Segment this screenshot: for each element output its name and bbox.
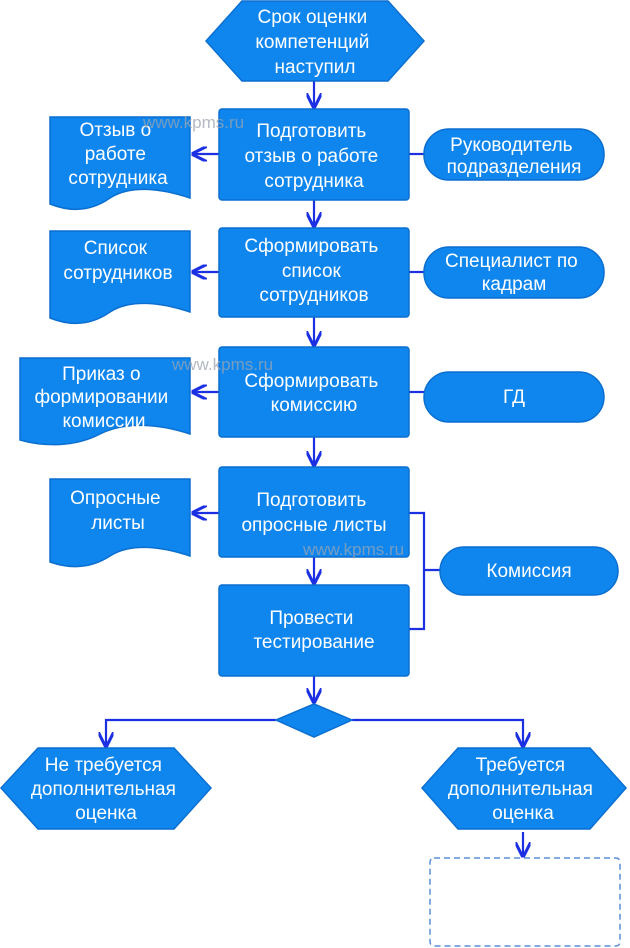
svg-text:Руководитель подразделен: Руководитель подразделения (447, 135, 582, 178)
svg-text:Не требуется дополнитель: Не требуется дополнительная оценка (31, 755, 181, 824)
doc-employee-list: Список сотрудников (49, 230, 191, 325)
decision-diamond (274, 703, 354, 738)
svg-text:Требуется дополнительная: Требуется дополнительная оценка (448, 755, 598, 824)
step-prepare-review: Подготовить отзыв о работе сотрудника (218, 108, 410, 201)
role-gd: ГД (423, 371, 605, 423)
doc-questionnaires: Опросные листы (49, 478, 191, 568)
connectors (106, 81, 523, 856)
role-commission: Комиссия (439, 546, 619, 596)
outcome-no-additional-assessment: Не требуется дополнительная оценка (0, 747, 213, 830)
step-form-employee-list: Сформировать список сотрудников (218, 227, 410, 318)
svg-text:ГД: ГД (503, 387, 525, 408)
watermark-1: www.kpms.ru (142, 113, 244, 132)
step-run-testing: Провести тестирование (218, 584, 410, 677)
doc-employee-review: Отзыв о работе сотрудника (49, 116, 191, 211)
role-hr-specialist: Специалист по кадрам (423, 246, 605, 299)
doc-commission-order: Приказ о формировании комиссии (19, 357, 191, 446)
role-department-head: Руководитель подразделения (423, 128, 605, 181)
start-label: Срок оценки компетенций наступил (255, 7, 374, 78)
svg-text:Комиссия: Комиссия (486, 561, 571, 582)
svg-text:Опросные листы: Опросные листы (70, 488, 166, 534)
arrow-decision-left (106, 718, 276, 746)
arrow-decision-right (352, 718, 523, 746)
svg-text:Сформировать список: Сформировать список сотрудников (244, 236, 383, 306)
svg-text:Список сотрудников: Список сотрудников (63, 238, 172, 284)
watermark-3: www.kpms.ru (302, 540, 404, 559)
step-prepare-questionnaires: Подготовить опросные листы (218, 466, 410, 558)
outcome-additional-assessment: Требуется дополнительная оценка (420, 747, 628, 830)
watermark-2: www.kpms.ru (171, 355, 273, 374)
svg-text:Подготовить опросные лис: Подготовить опросные листы (241, 490, 386, 536)
next-process-placeholder (429, 857, 621, 947)
start-event: Срок оценки компетенций наступил (204, 0, 426, 82)
svg-text:Специалист по кадрам: Специалист по кадрам (445, 251, 583, 295)
svg-text:Отзыв о работе сот: Отзыв о работе сотрудника (68, 120, 168, 189)
step-form-commission: Сформировать комиссию (218, 346, 410, 438)
svg-text:Приказ о формировании: Приказ о формировании комиссии (34, 364, 173, 432)
svg-text:Провести тестирование: Провести тестирование (253, 608, 374, 653)
svg-text:Подготовить отзыв о рабо: Подготовить отзыв о работе сотрудника (245, 121, 384, 192)
link-role4-bracket (409, 511, 440, 631)
svg-text:Сформировать комиссию: Сформировать комиссию (244, 371, 383, 416)
